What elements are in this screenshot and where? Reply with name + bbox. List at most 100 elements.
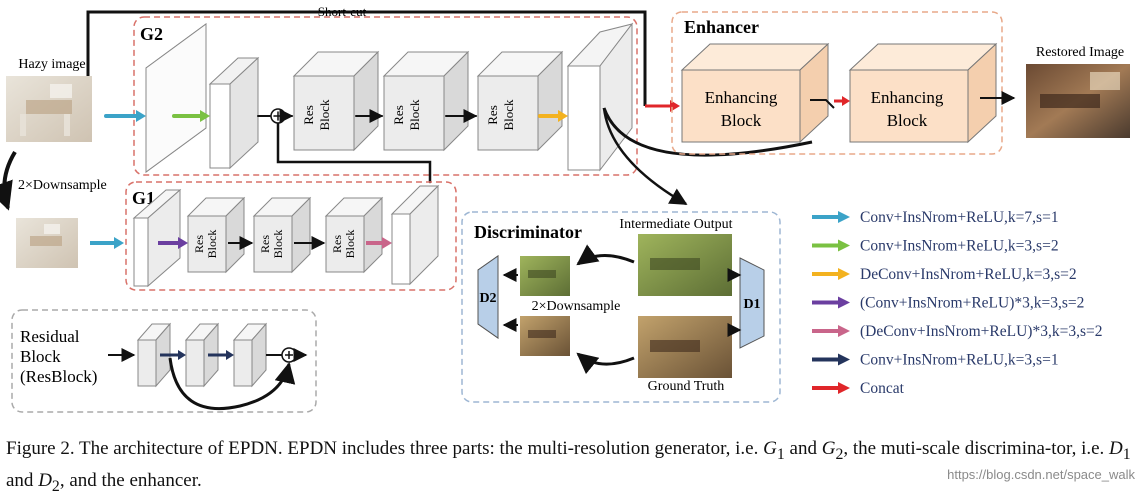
short-cut-label: Short-cut	[318, 4, 367, 19]
g1-input-layer	[132, 188, 182, 288]
legend-swatch-head	[838, 325, 850, 337]
d2-label: D2	[479, 291, 496, 306]
hazy-image: Hazy image	[6, 57, 92, 142]
legend-item: (DeConv+InsNrom+ReLU)*3,k=3,s=2	[812, 323, 1102, 340]
g2-resblock-1-res: Res	[301, 105, 316, 125]
g1-resblock-1	[186, 196, 246, 274]
residual-conv-blocks	[136, 322, 268, 388]
legend-swatch-head	[838, 296, 850, 309]
enhancer-arrows	[810, 91, 1016, 109]
legend-swatch-head	[838, 211, 850, 223]
legend-item: Conv+InsNrom+ReLU,k=3,s=2	[812, 238, 1059, 255]
legend-item: Conv+InsNrom+ReLU,k=3,s=1	[812, 352, 1059, 369]
legend-item: (Conv+InsNrom+ReLU)*3,k=3,s=2	[812, 295, 1084, 312]
g2-resblock-2-block: Block	[407, 99, 422, 131]
g1-resblock-3-block: Block	[343, 230, 357, 259]
legend-label: Concat	[860, 380, 905, 397]
legend-item: Conv+InsNrom+ReLU,k=7,s=1	[812, 209, 1059, 226]
short-cut-connection: Short-cut	[86, 4, 647, 106]
ground-truth-image	[638, 316, 732, 378]
enhancing-block-2-line1: Enhancing	[871, 88, 944, 107]
caption-part1: Figure 2. The architecture of EPDN. EPDN…	[6, 438, 764, 459]
downsample-arrow: 2×Downsample	[0, 150, 107, 211]
g2-generator: G2	[133, 16, 638, 176]
caption-d2-sub: 2	[51, 477, 60, 495]
intermediate-output-label: Intermediate Output	[619, 217, 732, 232]
restored-image-label: Restored Image	[1036, 45, 1124, 60]
legend-swatch-head	[838, 382, 850, 394]
g2-resblock-1	[292, 50, 380, 152]
g1-resblock-2-block: Block	[271, 230, 285, 259]
g2-resblock-1-block: Block	[317, 99, 332, 131]
intermediate-output-image	[638, 234, 732, 296]
g1-generator: G1	[125, 181, 457, 291]
residual-label-2: Block	[20, 347, 61, 366]
g1-resblock-2	[252, 196, 312, 274]
enhancing-block-2-line2: Block	[887, 111, 928, 130]
legend-swatch-head	[838, 239, 850, 252]
g1-output-layer	[390, 184, 440, 286]
legend-item: Concat	[812, 380, 905, 397]
caption-part2: , the muti-scale discrimina-tor, i.e.	[843, 438, 1110, 459]
caption-d1: D	[1109, 438, 1123, 459]
discriminator-label: Discriminator	[474, 222, 582, 242]
figure-caption: Figure 2. The architecture of EPDN. EPDN…	[6, 436, 1136, 500]
g2-resblock-2-res: Res	[391, 105, 406, 125]
hazy-image-label: Hazy image	[18, 57, 85, 72]
g2-arrows	[104, 108, 568, 184]
g1-resblock-1-block: Block	[205, 230, 219, 259]
g1-label: G1	[132, 188, 155, 208]
residual-arrows	[108, 347, 308, 411]
disc-downsample-label: 2×Downsample	[532, 299, 621, 314]
g2-resblock-3-block: Block	[501, 99, 516, 131]
g2-output-layer	[566, 22, 634, 172]
residual-label-1: Residual	[20, 327, 80, 346]
g1-resblock-1-res: Res	[192, 235, 206, 253]
caption-g1: G	[763, 438, 777, 459]
ground-truth-small	[520, 316, 570, 356]
discriminator-arrows	[502, 244, 742, 375]
g2-label: G2	[140, 24, 163, 44]
enhancing-block-1	[680, 42, 830, 144]
caption-g2-sub: 2	[835, 445, 844, 463]
d1-label: D1	[743, 297, 760, 312]
ground-truth-label: Ground Truth	[648, 379, 725, 394]
g1-resblock-3-res: Res	[330, 235, 344, 253]
g1-resblock-2-res: Res	[258, 235, 272, 253]
caption-g2: G	[821, 438, 836, 459]
caption-g1-sub: 1	[776, 445, 785, 463]
g2-resblock-3	[476, 50, 564, 152]
architecture-diagram: Short-cut Hazy image 2×Downsample G2	[0, 4, 1130, 413]
legend-swatch-head	[838, 268, 850, 280]
d2-discriminator: D2	[477, 255, 499, 339]
legend-label: Conv+InsNrom+ReLU,k=3,s=1	[860, 352, 1059, 369]
d1-discriminator: D1	[739, 257, 765, 349]
restored-image: Restored Image	[1026, 45, 1130, 138]
g1-arrows	[90, 236, 392, 250]
caption-and2: and	[6, 469, 39, 491]
enhancer-module: Enhancer	[671, 11, 1003, 155]
enhancer-label: Enhancer	[684, 17, 759, 37]
legend-label: (DeConv+InsNrom+ReLU)*3,k=3,s=2	[860, 323, 1102, 340]
enhancing-block-2	[848, 42, 998, 144]
residual-label-3: (ResBlock)	[20, 367, 97, 386]
legend: Conv+InsNrom+ReLU,k=7,s=1Conv+InsNrom+Re…	[812, 209, 1102, 397]
caption-and1: and	[784, 438, 822, 459]
legend-label: DeConv+InsNrom+ReLU,k=3,s=2	[860, 266, 1077, 283]
caption-d2: D	[38, 469, 52, 491]
legend-label: Conv+InsNrom+ReLU,k=7,s=1	[860, 209, 1059, 226]
downsample-label: 2×Downsample	[18, 178, 107, 193]
discriminator-panel: Discriminator Intermediate Output 2×Down…	[461, 211, 781, 403]
g2-input-layer	[145, 23, 207, 173]
g1-resblock-3	[324, 196, 384, 274]
g2-downsample-layer	[208, 56, 260, 170]
legend-swatch-head	[838, 353, 850, 366]
caption-part3: , and the enhancer.	[59, 469, 202, 491]
legend-item: DeConv+InsNrom+ReLU,k=3,s=2	[812, 266, 1077, 283]
enhancing-block-1-line2: Block	[721, 111, 762, 130]
residual-block-panel: Residual Block (ResBlock)	[11, 309, 317, 413]
enhancing-block-1-line1: Enhancing	[705, 88, 778, 107]
g2-resblock-3-res: Res	[485, 105, 500, 125]
intermediate-output-small	[520, 256, 570, 296]
legend-label: (Conv+InsNrom+ReLU)*3,k=3,s=2	[860, 295, 1084, 312]
